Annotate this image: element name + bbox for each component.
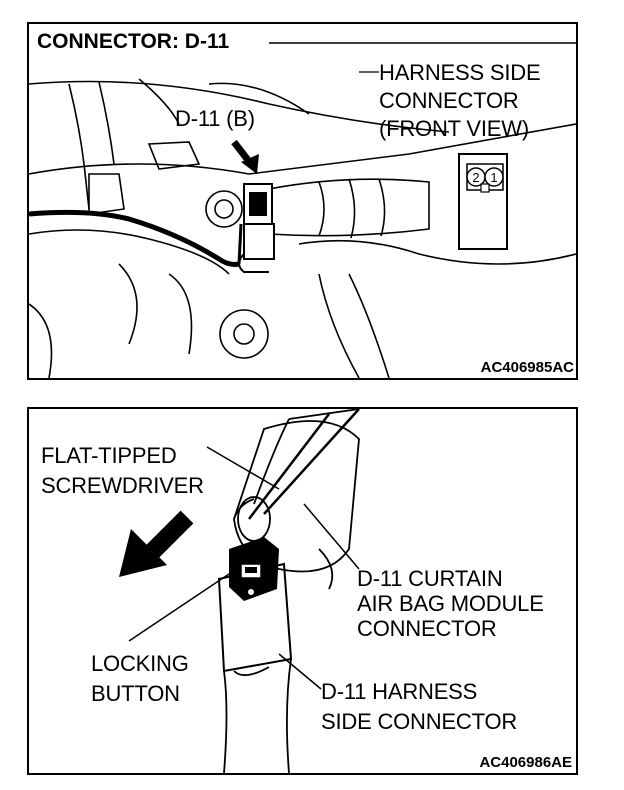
connector-location-panel: 2 1 CONNECTOR: D-11 D-11 (B) HARNESS SID… xyxy=(27,22,578,380)
screwdriver-label: SCREWDRIVER xyxy=(41,473,204,498)
vehicle-body-illustration: 2 1 xyxy=(29,42,576,378)
d11-connector xyxy=(238,183,275,273)
module-connector-label: CONNECTOR xyxy=(357,616,497,641)
button-label: BUTTON xyxy=(91,681,180,706)
locking-button xyxy=(229,537,279,601)
pointer-arrow-icon xyxy=(231,139,259,174)
connector-disconnect-illustration xyxy=(119,409,360,773)
side-connector-label: SIDE CONNECTOR xyxy=(321,709,518,734)
curtain-label: D-11 CURTAIN xyxy=(357,566,503,591)
harness-front-view-label: (FRONT VIEW) xyxy=(379,116,529,141)
locking-label: LOCKING xyxy=(91,651,189,676)
air-bag-module-label: AIR BAG MODULE xyxy=(357,591,544,616)
disconnect-procedure-panel: FLAT-TIPPED SCREWDRIVER D-11 CURTAIN AIR… xyxy=(27,407,578,775)
figure-code: AC406986AE xyxy=(479,754,572,771)
flat-tipped-label: FLAT-TIPPED xyxy=(41,443,177,468)
pin-1-icon xyxy=(484,167,504,187)
svg-text:1: 1 xyxy=(490,170,497,185)
figure-code: AC406985AC xyxy=(480,359,574,376)
connector-title: CONNECTOR: D-11 xyxy=(33,30,234,54)
harness-connector-label: CONNECTOR xyxy=(379,88,519,113)
direction-arrow-icon xyxy=(119,510,194,577)
d11-harness-label: D-11 HARNESS xyxy=(321,679,478,704)
front-view-connector-diagram: 2 1 xyxy=(458,153,508,250)
harness-side-label: HARNESS SIDE xyxy=(379,60,541,85)
svg-text:2: 2 xyxy=(472,170,479,185)
connector-d11-b-label: D-11 (B) xyxy=(175,106,255,131)
